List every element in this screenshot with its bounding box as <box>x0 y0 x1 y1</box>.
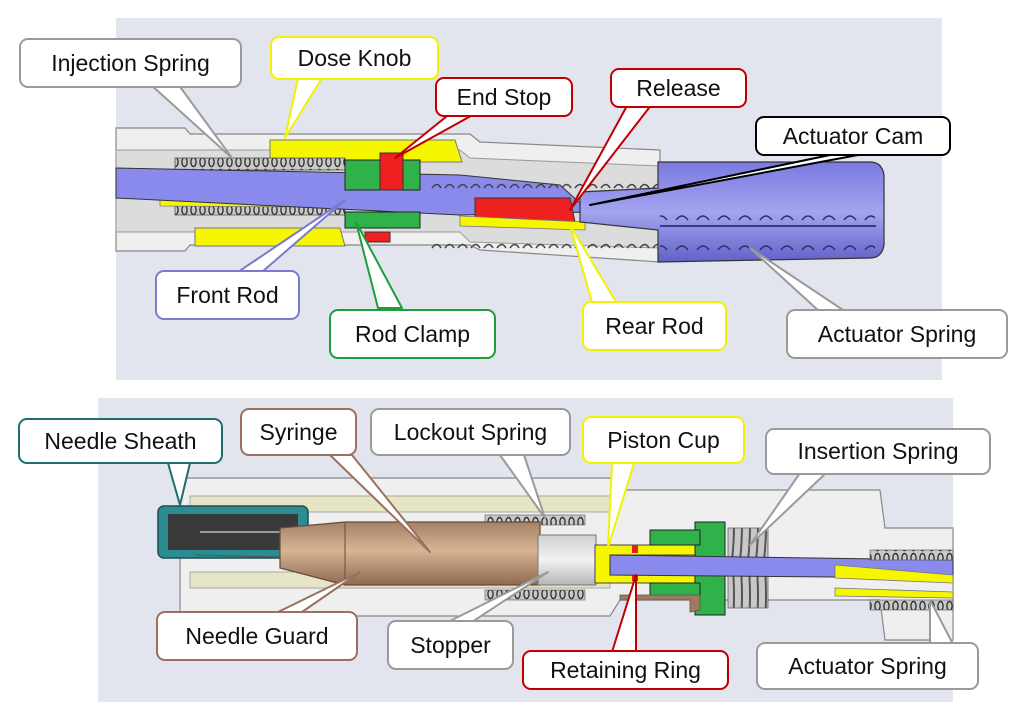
label-release: Release <box>610 68 747 108</box>
bottom-cutaway-drawing <box>157 477 954 641</box>
label-actuator-spring-top: Actuator Spring <box>786 309 1008 359</box>
label-needle-sheath: Needle Sheath <box>18 418 223 464</box>
label-lockout-spring: Lockout Spring <box>370 408 571 456</box>
label-needle-guard: Needle Guard <box>156 611 358 661</box>
label-actuator-cam: Actuator Cam <box>755 116 951 156</box>
top-cutaway-drawing <box>115 127 885 263</box>
label-rear-rod: Rear Rod <box>582 301 727 351</box>
label-piston-cup: Piston Cup <box>582 416 745 464</box>
label-end-stop: End Stop <box>435 77 573 117</box>
label-injection-spring: Injection Spring <box>19 38 242 88</box>
label-front-rod: Front Rod <box>155 270 300 320</box>
label-stopper: Stopper <box>387 620 514 670</box>
label-insertion-spring: Insertion Spring <box>765 428 991 475</box>
label-actuator-spring-bottom: Actuator Spring <box>756 642 979 690</box>
label-dose-knob: Dose Knob <box>270 36 439 80</box>
label-rod-clamp: Rod Clamp <box>329 309 496 359</box>
label-syringe: Syringe <box>240 408 357 456</box>
label-retaining-ring: Retaining Ring <box>522 650 729 690</box>
